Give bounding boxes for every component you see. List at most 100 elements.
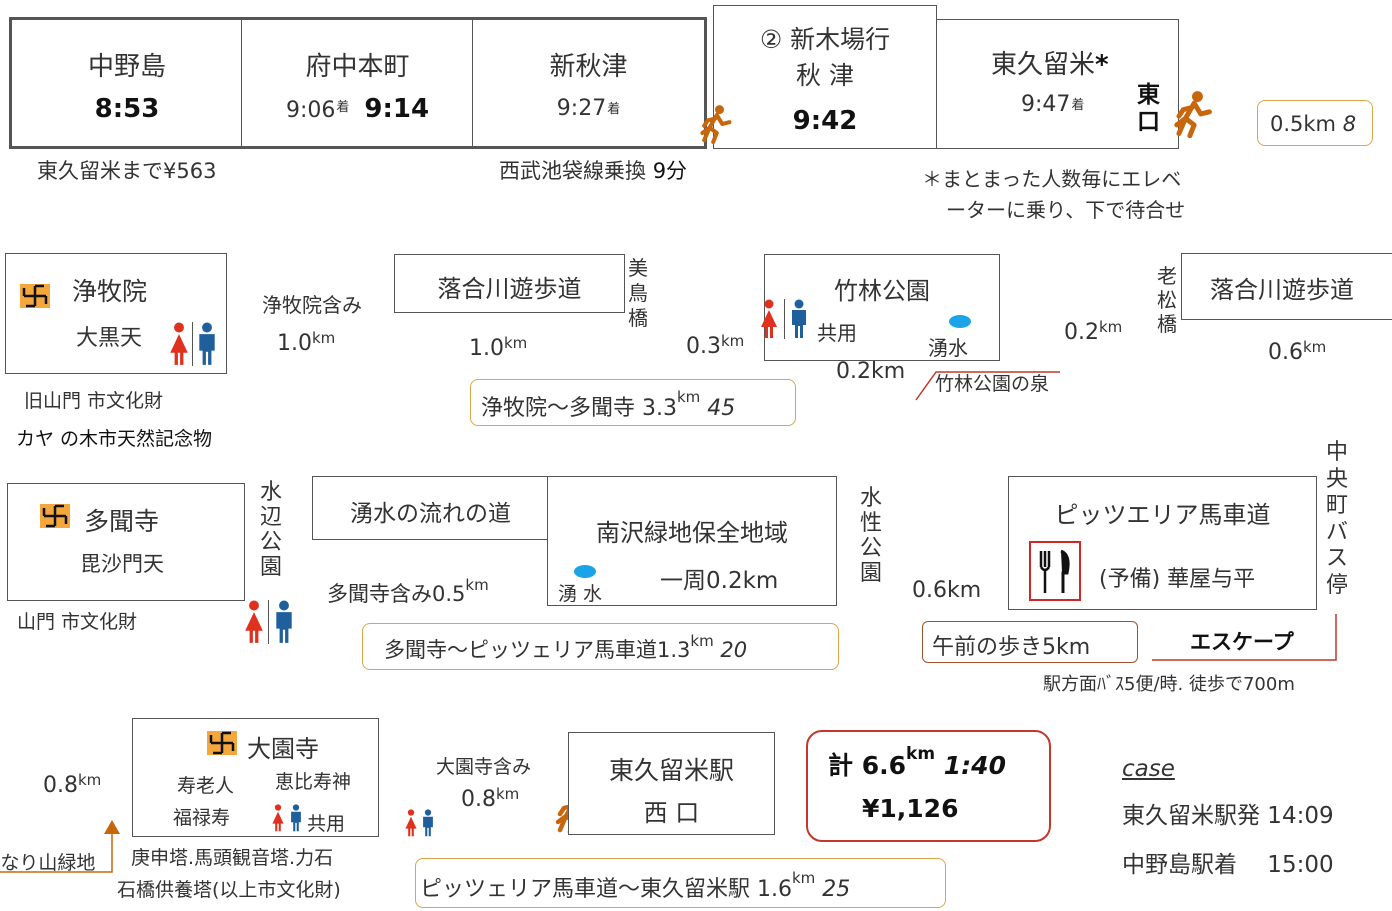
exit-label: 西 口 (643, 799, 700, 827)
distance-unit: km (496, 785, 520, 803)
distance-value: 0.8 (461, 787, 496, 812)
bridge-oimatsu: 老松橋 (1157, 264, 1177, 336)
restroom-divider (784, 299, 785, 339)
path-box-yusui: 湧水の流れの道 (312, 476, 549, 540)
daien-included: 大園寺含み (436, 756, 532, 778)
case-departure: 東久留米駅発 14:09 (1122, 803, 1334, 829)
distance-unit: km (1303, 338, 1327, 356)
female-restroom-icon (243, 600, 265, 644)
temple-name: 大園寺 (247, 735, 319, 763)
station-name: 府中本町 (305, 52, 410, 82)
segment-unit: km (676, 388, 701, 406)
transfer-text: 西武池袋線乗換 (499, 159, 646, 183)
total-unit: km (906, 744, 936, 764)
cultural-note: 石橋供養塔(以上市文化財) (117, 879, 341, 901)
path-box-ochiai2: 落合川遊歩道 (1181, 253, 1392, 320)
distance-label: 0.6km (1268, 338, 1327, 365)
distance-unit: km (312, 329, 336, 347)
distance-unit: km (504, 334, 528, 352)
cultural-note: 旧山門 市文化財 (24, 390, 164, 412)
departure-time: 9:42 (792, 106, 858, 136)
distance-label: 1.0km (277, 329, 336, 356)
temple-name: 浄牧院 (72, 277, 148, 306)
time-row: 9:27着 (473, 96, 704, 121)
transfer-note: 西武池袋線乗換 9分 (499, 155, 687, 185)
restaurant-name: ピッツエリア馬車道 (1054, 501, 1271, 529)
segment-badge-2 (362, 623, 839, 670)
morning-walk-badge (922, 621, 1138, 663)
joboku-included: 浄牧院含み (262, 293, 362, 317)
segment-label: ピッツェリア馬車道～東久留米駅 1.6km 25 (420, 869, 850, 903)
natural-monument-note: カヤ の木市天然記念物 (16, 428, 213, 450)
cultural-note: 庚申塔.馬頭観音塔.力石 (131, 847, 334, 869)
temple-icon (40, 504, 70, 528)
temple-name: 多聞寺 (84, 507, 160, 536)
station-box-akitsu: ② 新木場行 秋 津 9:42 (713, 5, 937, 149)
tonari-green-label: となり山緑地 (0, 852, 96, 874)
path-name: 湧水の流れの道 (350, 501, 511, 527)
station-name-row: 東久留米* (991, 44, 1109, 81)
distance-label: 0.3km (686, 332, 744, 359)
restroom-divider (268, 600, 269, 644)
segment-unit: km (690, 632, 714, 650)
spring-label: 湧水 (928, 336, 968, 360)
path-box-ochiai1: 落合川遊歩道 (394, 254, 625, 313)
park-mizube: 水辺公園 (259, 480, 282, 580)
segment-label: 多聞寺～ピッツェリア馬車道1.3km 20 (384, 632, 748, 664)
deity-name: 毘沙門天 (80, 552, 164, 576)
total-row: 計 6.6km 1:40 (828, 744, 1006, 782)
female-restroom-icon (168, 322, 190, 366)
park-suisei: 水性公園 (859, 486, 882, 586)
station-box-shinakitsu: 新秋津 9:27着 (472, 17, 707, 149)
green-box-minamisawa: 南沢緑地保全地域 湧 水 一周0.2km (547, 476, 837, 606)
departure-time: 9:14 (364, 94, 430, 124)
deity-name: 福禄寿 (173, 807, 231, 829)
total-fare: ¥1,126 (862, 794, 959, 823)
time-row: 9:47着 (1021, 92, 1084, 117)
male-restroom-icon (421, 808, 435, 838)
segment-text: 浄牧院～多聞寺 3.3 (481, 396, 677, 421)
spring-name: 竹林公園の泉 (935, 373, 1050, 395)
arrival-mark: 着 (336, 100, 350, 115)
transfer-minutes: 9分 (652, 159, 688, 183)
distance-label: 0.8km (43, 771, 102, 798)
restaurant-box-pizzeria: ピッツエリア馬車道 (予備) 華屋与平 (1008, 476, 1317, 610)
station-name: 東久留米 (991, 50, 1096, 80)
path-name: 落合川遊歩道 (437, 275, 582, 303)
distance-unit: km (78, 771, 102, 789)
escape-label: エスケープ (1190, 630, 1294, 654)
asterisk-mark: * (1095, 50, 1109, 80)
bridge-mitori: 美鳥橋 (628, 256, 648, 330)
total-time: 1:40 (943, 751, 1006, 780)
case-title: case (1122, 756, 1175, 782)
segment-text: ピッツェリア馬車道～東久留米駅 1.6 (420, 877, 792, 902)
arrival-time: 9:06 (285, 98, 336, 123)
distance-label: 0.6km (912, 578, 982, 603)
spring-callout-line (915, 371, 1060, 401)
total-label: 計 (828, 751, 854, 780)
green-area-name: 南沢緑地保全地域 (596, 519, 788, 547)
female-restroom-icon (271, 803, 285, 833)
elevator-note-line2: ーターに乗り、下で待合せ (946, 198, 1186, 222)
female-restroom-icon (404, 808, 418, 838)
distance-label: 1.0km (469, 334, 528, 361)
segment-minutes: 45 (707, 396, 736, 421)
restroom-divider (192, 322, 193, 366)
segment-minutes: 20 (720, 638, 748, 662)
distance-value: 0.8 (43, 773, 78, 798)
temple-icon (20, 284, 50, 308)
distance-value: 1.0 (469, 336, 504, 361)
spring-icon (949, 315, 971, 328)
distance-unit: km (465, 576, 489, 594)
restaurant-icon (1029, 541, 1081, 601)
spring-label: 湧 水 (558, 583, 603, 605)
walk-distance: 0.5km 8 (1270, 112, 1356, 136)
walker-icon (697, 103, 733, 145)
morning-walk-label: 午前の歩き5km (932, 635, 1091, 660)
arrival-time: 9:27 (556, 96, 607, 121)
distance-value: 0.3 (686, 334, 721, 359)
loop-distance: 一周0.2km (660, 568, 779, 594)
walk-distance-badge (1257, 100, 1373, 146)
deity-name: 寿老人 (177, 775, 235, 797)
temple-box-tamon: 多聞寺 毘沙門天 (7, 483, 245, 601)
